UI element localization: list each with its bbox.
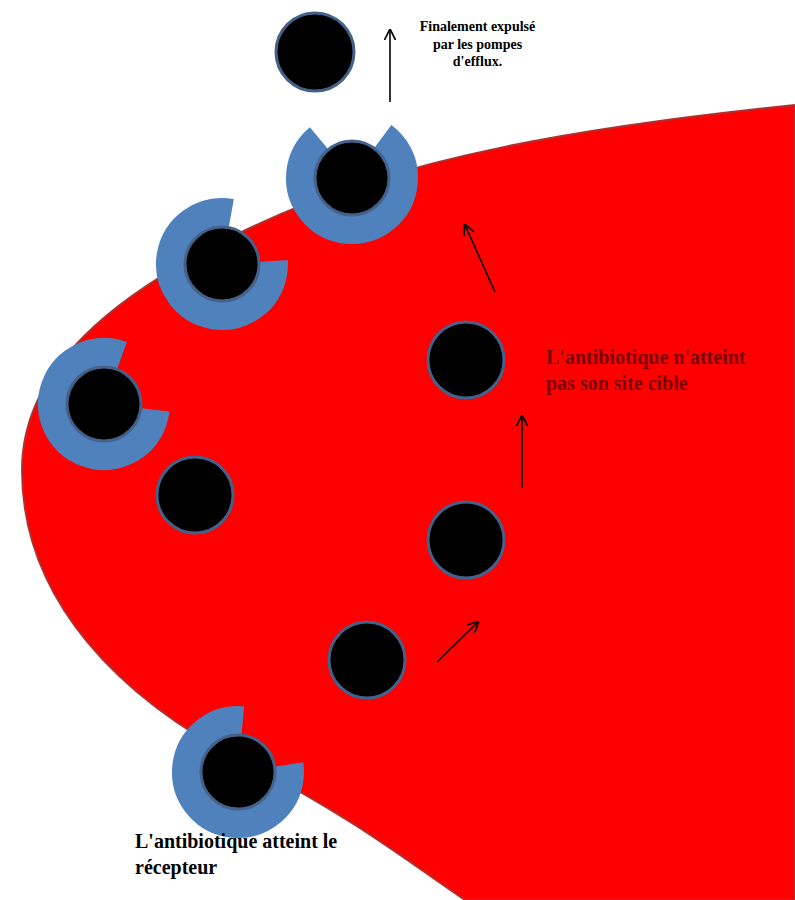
movement-arrow — [465, 225, 495, 292]
efflux-pump — [37, 337, 170, 470]
callout-note: L'antibiotique atteint le récepteur — [135, 828, 400, 880]
antibiotic-molecule — [157, 457, 233, 533]
antibiotic-molecule — [67, 367, 141, 441]
bacterial-cell — [22, 105, 795, 900]
antibiotic-molecule — [329, 622, 405, 698]
efflux-pump — [279, 105, 426, 252]
antibiotic-molecule — [315, 141, 389, 215]
movement-arrow — [389, 30, 391, 102]
antibiotic-molecule — [185, 227, 259, 301]
receptor — [182, 716, 295, 829]
movement-arrow — [521, 416, 523, 488]
callout-note: L'antibiotique n'atteint pas son site ci… — [546, 344, 751, 396]
antibiotic-molecule — [276, 13, 354, 91]
efflux-pump — [162, 204, 282, 324]
movement-arrow — [437, 622, 478, 662]
callout-note: Finalement expulsé par les pompes d'effl… — [415, 18, 540, 71]
antibiotic-molecule — [428, 322, 504, 398]
antibiotic-molecule — [201, 735, 275, 809]
antibiotic-molecule — [428, 502, 504, 578]
